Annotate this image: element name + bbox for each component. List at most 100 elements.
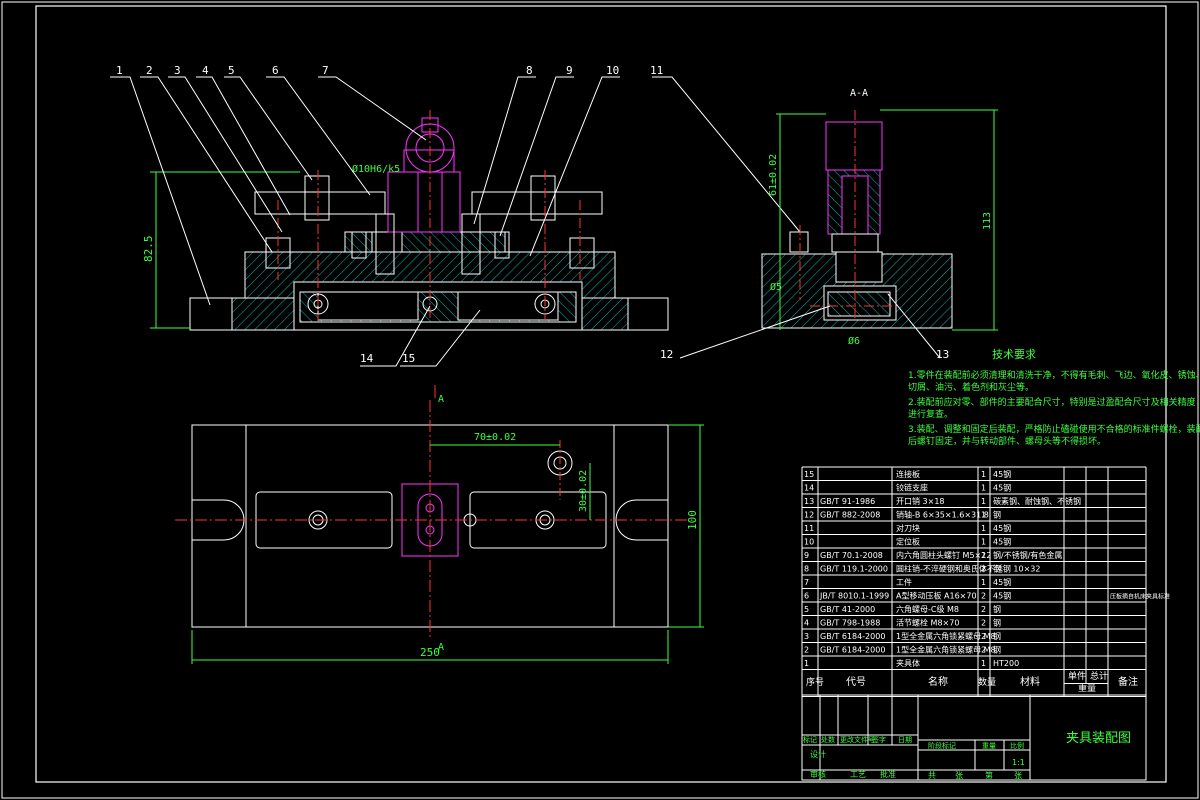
bom-cell-qty: 1 <box>981 497 986 506</box>
bom-cell-code: GB/T 91-1986 <box>820 497 875 506</box>
dim-hole-x: 70±0.02 <box>474 432 516 443</box>
bom-header-note: 备注 <box>1118 675 1138 688</box>
workpiece <box>387 171 461 233</box>
bom-cell-no: 15 <box>804 470 814 479</box>
bom-cell-code: GB/T 798-1988 <box>820 619 880 628</box>
balloon-14: 14 <box>360 352 374 365</box>
tb-sheet-no: 第 <box>985 770 993 780</box>
bom-cell-no: 2 <box>804 646 809 655</box>
bom-cell-name: 夹具体 <box>896 658 920 668</box>
bom-cell-code: JB/T 8010.1-1999 <box>819 592 889 601</box>
clamp-right <box>471 191 603 215</box>
bom-cell-name: 铰链支座 <box>896 483 928 493</box>
bom-cell-name: 开口销 3×18 <box>896 496 945 506</box>
bom-cell-name: 工件 <box>896 577 912 587</box>
tb-mark: 标记 <box>803 735 817 744</box>
dim-width: 100 <box>686 510 699 530</box>
tb-weight: 重量 <box>982 742 996 750</box>
bom-cell-mat: 45钢 <box>993 483 1011 493</box>
tb-design: 设计 <box>810 749 826 759</box>
bom-cell-qty: 2 <box>981 605 986 614</box>
section-mark-top: A <box>438 394 444 405</box>
bom-cell-qty: 1 <box>981 659 986 668</box>
bom-cell-no: 7 <box>804 578 809 587</box>
bom-cell-mat: 45钢 <box>993 577 1011 587</box>
front-view: 82.5 Ø10H6/k5 <box>142 110 669 331</box>
bom-cell-mat: 45钢 <box>993 469 1011 479</box>
bom-cell-code: GB/T 41-2000 <box>820 605 875 614</box>
inner-border <box>35 5 1167 783</box>
tb-sheet-b: 张 <box>1014 771 1022 780</box>
bom-cell-mat: HT200 <box>993 659 1019 668</box>
bom-cell-qty: 1 <box>981 524 986 533</box>
tech-line-4: 进行复查。 <box>908 408 953 420</box>
tb-scale-head: 比例 <box>1010 741 1024 750</box>
tb-process: 工艺 <box>850 770 866 779</box>
bom-header-name: 名称 <box>928 675 948 688</box>
bom-cell-mat: 钢/不锈钢/有色金属 <box>993 550 1062 560</box>
tb-approve: 批准 <box>880 769 896 779</box>
bom-cell-code: GB/T 882-2008 <box>820 511 880 520</box>
bom-cell-mat: 45钢 <box>993 537 1011 547</box>
tb-change: 更改文件号 <box>840 735 875 744</box>
bom-cell-name: 定位板 <box>896 537 920 547</box>
balloon-13: 13 <box>936 348 949 361</box>
balloon-6: 6 <box>272 64 279 77</box>
bom-cell-name: 销轴-B 6×35×1.6×31.8 <box>896 510 989 520</box>
drawing-title: 夹具装配图 <box>1066 731 1131 746</box>
bom-cell-mat: 钢 <box>993 631 1001 641</box>
bom-cell-name: A型移动压板 A16×70 <box>896 591 977 601</box>
bom-cell-no: 9 <box>804 551 809 560</box>
bom-cell-name: 圆柱销-不淬硬钢和奥氏体不锈钢 10×32 <box>896 564 1041 574</box>
bom-cell-no: 3 <box>804 632 809 641</box>
bom-cell-qty: 1 <box>981 511 986 520</box>
dim-d: Ø6 <box>848 335 860 347</box>
tb-review: 审核 <box>810 769 826 779</box>
bom-cell-mat: 45钢 <box>993 523 1011 533</box>
dim-c: Ø5 <box>770 281 782 293</box>
bom-cell-name: 1型全金属六角锁紧螺母 M8 <box>896 645 996 655</box>
clamp-left <box>254 191 386 215</box>
balloon-3: 3 <box>174 64 181 77</box>
dim-length: 250 <box>420 646 440 659</box>
base-hatch-left <box>231 297 295 331</box>
tech-line-5: 3.装配、调整和固定后装配，严格防止磕碰使用不合格的标准件螺栓，装配 <box>908 423 1200 435</box>
bom-cell-qty: 1 <box>981 484 986 493</box>
bom-cell-note: 压板摘自机床夹具标准 <box>1110 593 1170 601</box>
section-label: A-A <box>850 88 868 99</box>
bom-cell-code: GB/T 6184-2000 <box>820 632 885 641</box>
bom-cell-qty: 2 <box>981 592 986 601</box>
tech-line-1: 1.零件在装配前必须清理和清洗干净，不得有毛刺、飞边、氧化皮、锈蚀、 <box>908 369 1200 381</box>
balloon-12: 12 <box>660 348 673 361</box>
bom-cell-code: GB/T 70.1-2008 <box>820 551 883 560</box>
tb-stage: 阶段标记 <box>928 741 956 750</box>
tech-line-3: 2.装配前应对零、部件的主要配合尺寸，特别是过盈配合尺寸及相关精度 <box>908 396 1196 408</box>
technical-requirements: 技术要求 1.零件在装配前必须清理和清洗干净，不得有毛刺、飞边、氧化皮、锈蚀、 … <box>908 348 1200 447</box>
balloon-9: 9 <box>566 64 573 77</box>
tb-date: 日期 <box>898 736 912 744</box>
bom-cell-qty: 2 <box>981 646 986 655</box>
bom-cell-mat: 钢 <box>993 618 1001 628</box>
tb-total-sheets: 共 <box>928 771 936 780</box>
bom-cell-mat: 45钢 <box>993 591 1011 601</box>
tb-sign: 签字 <box>872 735 886 744</box>
bom-cell-no: 10 <box>804 538 814 547</box>
bom-header-weight: 重量 <box>1078 682 1096 694</box>
section-view-aa: A-A 61±0.02 113 Ø5 Ø6 <box>679 88 998 359</box>
balloon-2: 2 <box>146 64 153 77</box>
bom-cell-no: 14 <box>804 484 814 493</box>
bom-cell-qty: 2 <box>981 551 986 560</box>
bom-cell-mat: 钢 <box>993 604 1001 614</box>
bom-header-code: 代号 <box>846 676 866 688</box>
tb-sheet-a: 张 <box>955 771 963 780</box>
bom-cell-no: 1 <box>804 659 809 668</box>
balloon-11: 11 <box>650 64 663 77</box>
bom-cell-qty: 1 <box>981 470 986 479</box>
bom-cell-qty: 2 <box>981 632 986 641</box>
balloon-7: 7 <box>322 64 329 77</box>
bom-cell-qty: 2 <box>981 565 986 574</box>
bom-header-mat: 材料 <box>1020 675 1040 688</box>
bom-cell-name: 对刀块 <box>896 523 920 533</box>
